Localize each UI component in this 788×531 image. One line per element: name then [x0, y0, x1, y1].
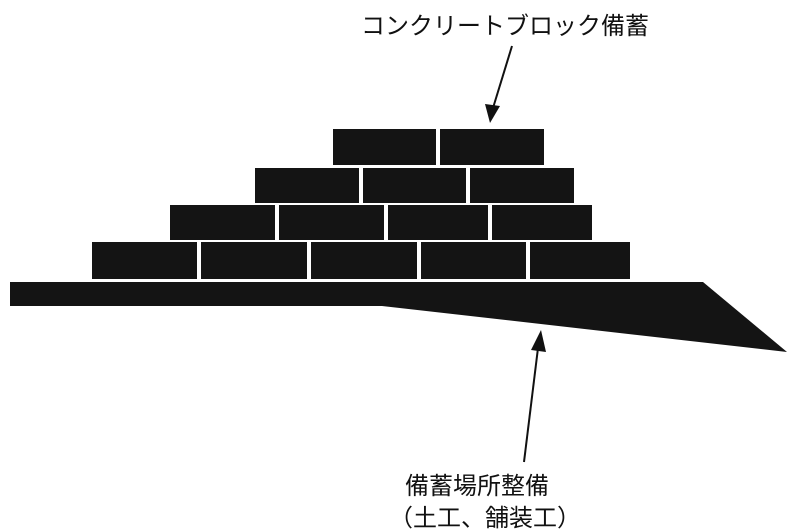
concrete-block: [470, 168, 574, 203]
concrete-block: [440, 129, 544, 165]
concrete-block: [279, 205, 384, 240]
block-row-1: [92, 242, 630, 279]
arrow-to-ground: [523, 330, 546, 463]
ground-platform: [10, 282, 787, 352]
block-row-2: [170, 205, 592, 240]
block-row-3: [255, 168, 574, 203]
block-row-4: [333, 129, 544, 165]
blocks-label: コンクリートブロック備蓄: [361, 12, 649, 40]
concrete-block: [311, 242, 417, 279]
concrete-block: [170, 205, 275, 240]
site-label-line-1: 備蓄場所整備: [405, 472, 549, 500]
concrete-block: [530, 242, 630, 279]
concrete-block: [201, 242, 307, 279]
concrete-block: [255, 168, 359, 203]
site-label-line-2: （土工、舗装工）: [389, 504, 581, 531]
concrete-block: [92, 242, 197, 279]
concrete-block: [388, 205, 488, 240]
arrow-to-blocks: [485, 45, 513, 123]
concrete-block: [333, 129, 436, 165]
concrete-block: [421, 242, 526, 279]
concrete-block: [363, 168, 466, 203]
concrete-block: [492, 205, 592, 240]
